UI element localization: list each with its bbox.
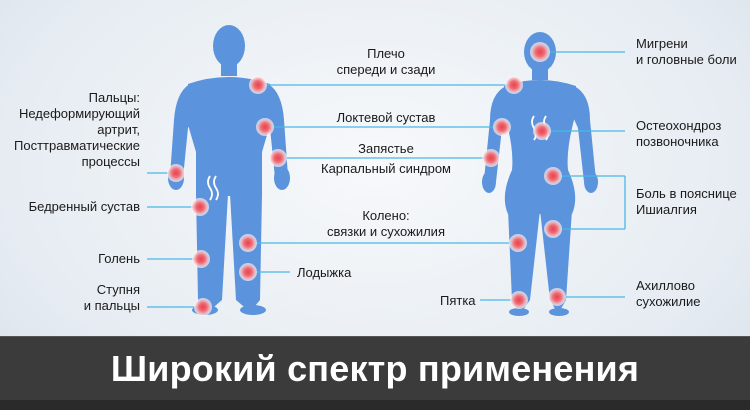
marker-achilles — [548, 288, 566, 306]
label-backpain-line1: Боль в пояснице — [636, 186, 737, 201]
label-wrist-line2: Карпальный синдром — [321, 161, 451, 176]
label-shoulder: Плечо спереди и сзади — [337, 46, 436, 78]
label-ankle: Лодыжка — [297, 265, 352, 280]
marker-spine — [533, 122, 551, 140]
marker-shin — [192, 250, 210, 268]
marker-elbow-back — [493, 118, 511, 136]
marker-ankle — [239, 263, 257, 281]
label-achilles-line2: сухожилие — [636, 294, 701, 309]
marker-lower-back — [544, 167, 562, 185]
marker-shoulder-back — [505, 76, 523, 94]
marker-wrist — [269, 149, 287, 167]
marker-foot — [194, 298, 212, 316]
marker-elbow — [256, 118, 274, 136]
label-fingers-line1: Пальцы: — [88, 90, 140, 105]
marker-shoulder — [249, 76, 267, 94]
label-knee-line1: Колено: — [362, 208, 410, 223]
male-figure — [168, 25, 290, 315]
label-hip: Бедренный сустав — [28, 199, 140, 214]
label-osteochondrosis: Остеохондроз позвоночника — [636, 118, 721, 150]
label-migraine-line1: Мигрени — [636, 36, 688, 51]
marker-knee-male — [239, 234, 257, 252]
label-elbow: Локтевой сустав — [336, 110, 436, 125]
label-foot: Ступня и пальцы — [84, 282, 140, 314]
label-wrist: Запястье Карпальный синдром — [321, 141, 451, 177]
banner-title: Широкий спектр применения — [110, 348, 640, 389]
label-fingers-line3: артрит, — [97, 122, 140, 137]
bottom-strip — [0, 400, 750, 410]
label-achilles-line1: Ахиллово — [636, 278, 695, 293]
label-fingers: Пальцы: Недеформирующий артрит, Посттрав… — [14, 90, 140, 170]
label-wrist-line1: Запястье — [358, 141, 414, 156]
label-fingers-line5: процессы — [81, 154, 140, 169]
label-foot-line2: и пальцы — [83, 298, 140, 313]
label-heel: Пятка — [440, 293, 476, 308]
label-shin: Голень — [98, 251, 140, 266]
marker-hip — [191, 198, 209, 216]
label-shoulder-line2: спереди и сзади — [336, 62, 436, 77]
marker-heel — [510, 291, 528, 309]
label-achilles: Ахиллово сухожилие — [636, 278, 700, 310]
marker-wrist-back — [482, 149, 500, 167]
label-osteo-line1: Остеохондроз — [636, 118, 722, 133]
label-knee: Колено: связки и сухожилия — [327, 208, 445, 240]
marker-head — [530, 42, 550, 62]
label-migraine: Мигрени и головные боли — [636, 36, 737, 68]
bottom-banner: Широкий спектр применения — [0, 336, 750, 401]
label-fingers-line4: Посттравматические — [14, 138, 140, 153]
label-osteo-line2: позвоночника — [636, 134, 719, 149]
pain-wave-hip-2 — [213, 175, 219, 201]
label-shoulder-line1: Плечо — [367, 46, 405, 61]
pain-markers — [167, 42, 566, 316]
label-knee-line2: связки и сухожилия — [327, 224, 445, 239]
female-figure — [482, 32, 598, 316]
pain-wave-hip — [207, 175, 213, 201]
label-migraine-line2: и головные боли — [636, 52, 737, 67]
label-foot-line1: Ступня — [96, 282, 140, 297]
body-diagram — [147, 25, 626, 316]
marker-fingers — [167, 164, 185, 182]
label-backpain-line2: Ишиалгия — [636, 202, 697, 217]
marker-sciatic — [544, 220, 562, 238]
label-back-pain: Боль в пояснице Ишиалгия — [636, 186, 737, 218]
marker-knee-back — [509, 234, 527, 252]
label-fingers-line2: Недеформирующий — [18, 106, 140, 121]
